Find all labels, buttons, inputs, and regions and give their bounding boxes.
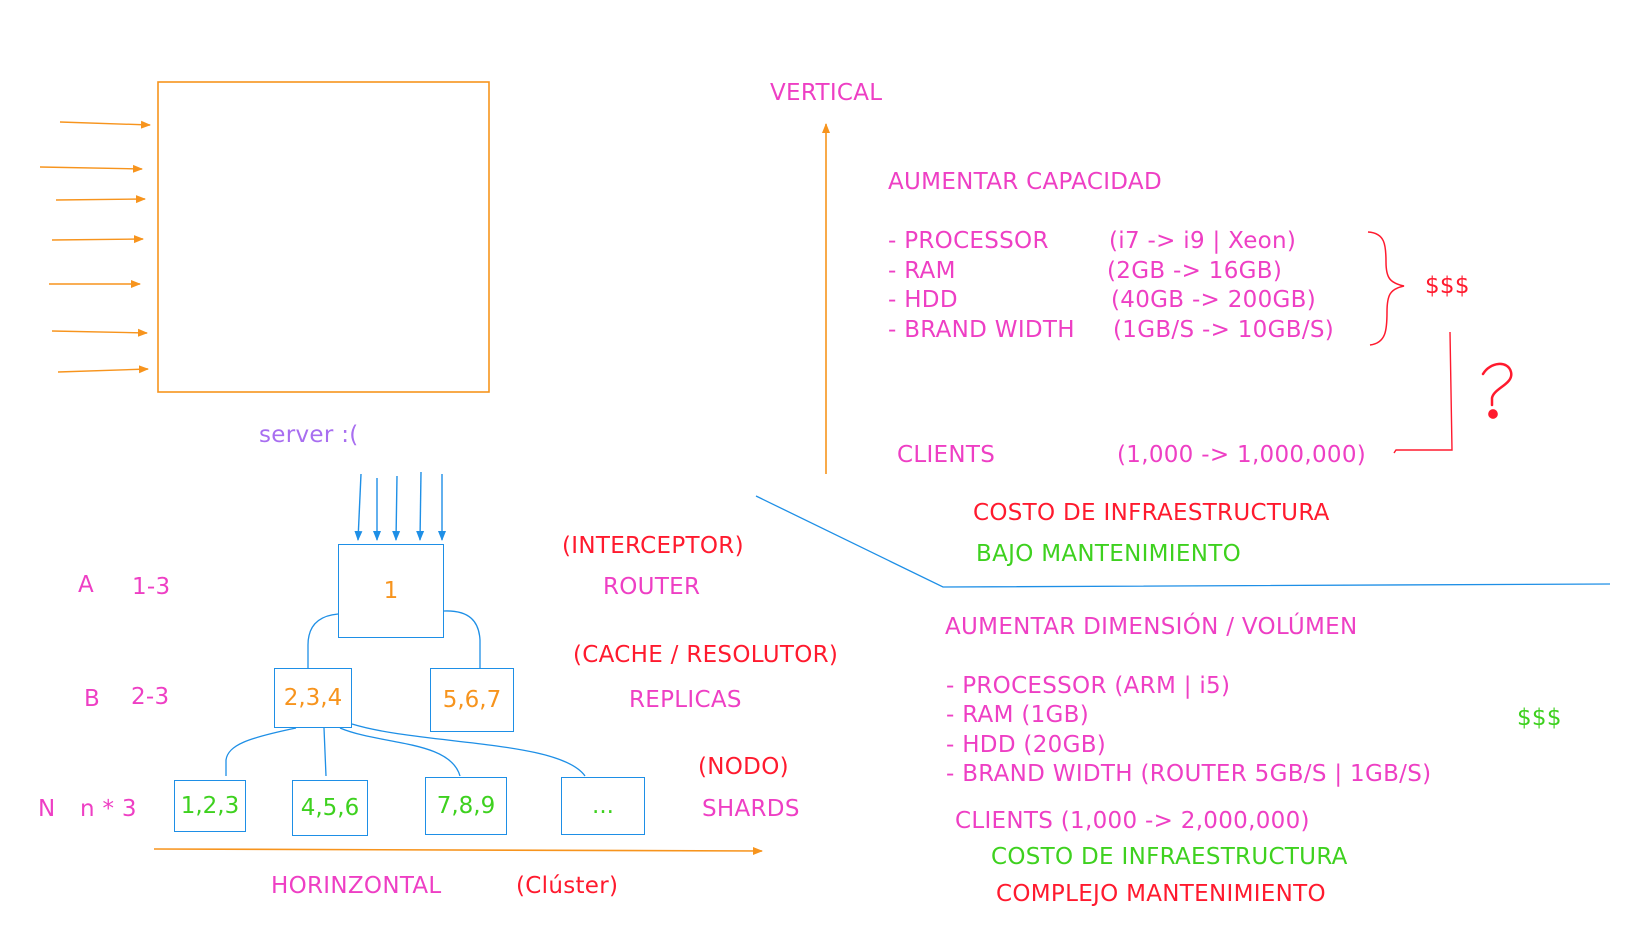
cost-brace [1367,231,1405,346]
vertical-spec-value-processor: (i7 -> i9 | Xeon) [1109,228,1297,254]
clients-bracket [1393,331,1453,454]
vertical-spec-name-ram: - RAM [888,258,956,284]
horizontal-axis-label: HORINZONTAL [271,873,442,899]
replica-node: 2,3,4 [274,668,352,728]
section-separator-line [755,495,1611,588]
vertical-spec-name-hdd: - HDD [888,287,958,313]
server-box [157,81,490,393]
vertical-spec-name-processor: - PROCESSOR [888,228,1049,254]
shard-node: 4,5,6 [292,780,368,836]
vertical-cost-infra: COSTO DE INFRAESTRUCTURA [973,500,1330,526]
vertical-maintenance: BAJO MANTENIMIENTO [976,541,1241,567]
vertical-clients-label: CLIENTS [897,442,996,468]
horizontal-cost-infra: COSTO DE INFRAESTRUCTURA [991,844,1348,870]
question-mark-icon [1481,362,1513,419]
vertical-heading: AUMENTAR CAPACIDAD [888,169,1162,195]
level-n-name: SHARDS [702,796,800,822]
replica-node: 5,6,7 [430,668,514,732]
router-input-arrows [354,471,446,541]
shard-node: 1,2,3 [174,780,246,832]
vertical-spec-name-bandwidth: - BRAND WIDTH [888,317,1075,343]
horizontal-spec-bandwidth: - BRAND WIDTH (ROUTER 5GB/S | 1GB/S) [946,761,1432,787]
level-a-letter: A [78,572,95,598]
horizontal-spec-hdd: - HDD (20GB) [946,732,1107,758]
level-b-role: (CACHE / RESOLUTOR) [573,642,839,668]
horizontal-axis-arrow [153,846,763,855]
horizontal-spec-ram: - RAM (1GB) [946,702,1090,728]
level-n-role: (NODO) [698,754,789,780]
cluster-label: (Clúster) [516,873,619,899]
vertical-spec-value-ram: (2GB -> 16GB) [1107,258,1283,284]
level-b-letter: B [84,686,101,712]
horizontal-cost-symbol: $$$ [1517,705,1562,731]
vertical-clients-value: (1,000 -> 1,000,000) [1117,442,1367,468]
horizontal-heading: AUMENTAR DIMENSIÓN / VOLÚMEN [945,614,1358,640]
horizontal-maintenance: COMPLEJO MANTENIMIENTO [996,881,1326,907]
level-b-range: 2-3 [131,684,170,710]
shard-node: 7,8,9 [425,777,507,835]
horizontal-clients: CLIENTS (1,000 -> 2,000,000) [955,808,1310,834]
horizontal-spec-processor: - PROCESSOR (ARM | i5) [946,673,1231,699]
shard-node: ... [561,777,645,835]
level-n-range: n * 3 [80,796,137,822]
level-b-name: REPLICAS [629,687,742,713]
vertical-cost-symbol: $$$ [1425,273,1470,299]
vertical-spec-value-bandwidth: (1GB/S -> 10GB/S) [1113,317,1335,343]
level-a-role: (INTERCEPTOR) [562,533,744,559]
level-n-letter: N [38,796,56,822]
vertical-title: VERTICAL [770,80,883,106]
router-node: 1 [338,544,444,638]
tree-connectors [225,610,586,777]
level-a-range: 1-3 [132,574,171,600]
incoming-request-arrows [39,120,151,374]
server-label: server :( [259,422,359,448]
vertical-spec-value-hdd: (40GB -> 200GB) [1111,287,1317,313]
level-a-name: ROUTER [603,574,701,600]
